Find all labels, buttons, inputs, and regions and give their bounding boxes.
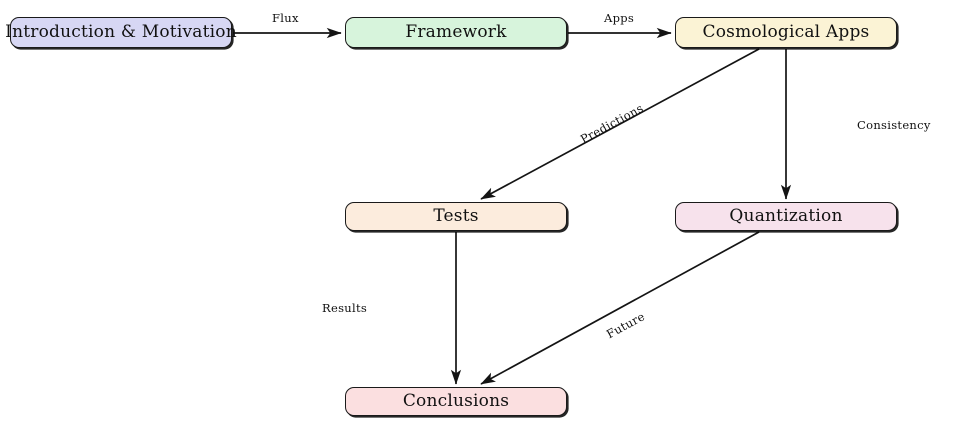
edge-predictions-line xyxy=(480,48,760,200)
node-label: Cosmological Apps xyxy=(702,22,870,42)
node-introduction-motivation[interactable]: Introduction & Motivation xyxy=(5,17,237,48)
node-label: Quantization xyxy=(729,206,843,226)
edge-label-flux: Flux xyxy=(272,11,299,25)
node-quantization[interactable]: Quantization xyxy=(675,202,897,231)
edge-label-apps: Apps xyxy=(604,11,635,25)
node-label: Conclusions xyxy=(402,391,510,411)
edge-label-results: Results xyxy=(322,301,368,315)
node-tests[interactable]: Tests xyxy=(345,202,567,231)
node-label: Introduction & Motivation xyxy=(5,22,237,42)
node-label: Framework xyxy=(405,22,507,42)
node-cosmological-apps[interactable]: Cosmological Apps xyxy=(675,17,897,48)
node-label: Tests xyxy=(433,206,479,226)
node-framework[interactable]: Framework xyxy=(345,17,567,48)
node-conclusions[interactable]: Conclusions xyxy=(345,387,567,416)
edge-label-consistency: Consistency xyxy=(857,118,931,132)
edge-future-line xyxy=(480,231,760,385)
